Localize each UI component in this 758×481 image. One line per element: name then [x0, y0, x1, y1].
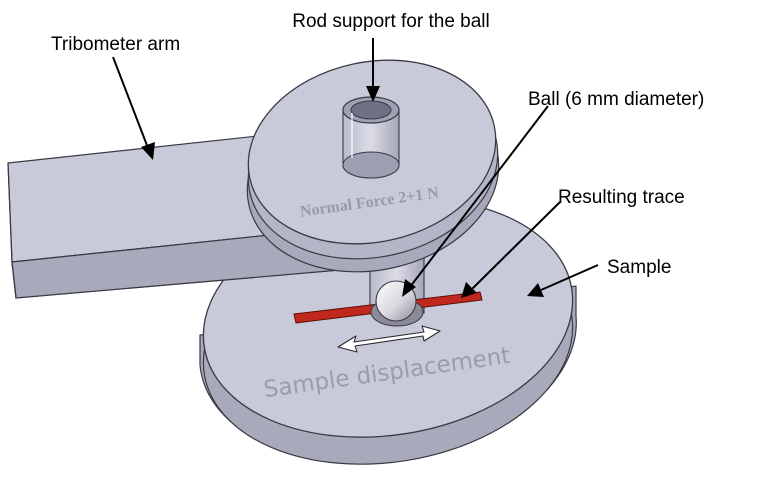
label-sample: Sample [607, 257, 671, 278]
displacement-double-arrow [337, 325, 441, 353]
label-tribometer-arm: Tribometer arm [51, 34, 180, 55]
leader-arrows [112, 38, 599, 298]
label-ball: Ball (6 mm diameter) [528, 89, 704, 110]
label-resulting-trace: Resulting trace [558, 187, 685, 208]
rod-support-cylinder [342, 96, 400, 179]
label-rod-support: Rod support for the ball [292, 11, 490, 32]
